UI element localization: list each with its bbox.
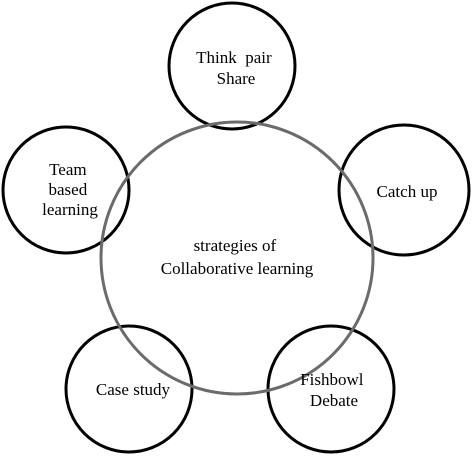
node-label-line: Team bbox=[49, 160, 87, 179]
center-label-line-2: Collaborative learning bbox=[161, 259, 314, 278]
node-label-line: learning bbox=[42, 200, 98, 219]
circle-team-based-learning bbox=[1, 125, 131, 255]
center-label: strategies of Collaborative learning bbox=[161, 236, 314, 278]
node-label-catch-up: Catch up bbox=[377, 182, 438, 201]
node-label-team-based-learning: Team based learning bbox=[42, 160, 98, 219]
node-label-line: Case study bbox=[96, 380, 171, 399]
node-label-line: Think pair bbox=[196, 48, 272, 67]
node-label-fishbowl-debate: Fishbowl Debate bbox=[300, 370, 368, 410]
circle-case-study bbox=[64, 324, 194, 454]
node-label-line: Debate bbox=[310, 391, 358, 410]
center-label-line-1: strategies of bbox=[194, 236, 277, 255]
circle-fishbowl-debate bbox=[266, 324, 396, 454]
node-label-line: Share bbox=[217, 69, 256, 88]
node-label-think-pair-share: Think pair Share bbox=[196, 48, 276, 88]
circle-center bbox=[99, 120, 375, 396]
node-label-line: Catch up bbox=[377, 182, 438, 201]
node-label-case-study: Case study bbox=[96, 380, 171, 399]
circle-think-pair-share bbox=[167, 1, 297, 131]
node-label-line: based bbox=[49, 180, 88, 199]
circle-catch-up bbox=[337, 123, 471, 257]
node-label-line: Fishbowl bbox=[300, 370, 364, 389]
